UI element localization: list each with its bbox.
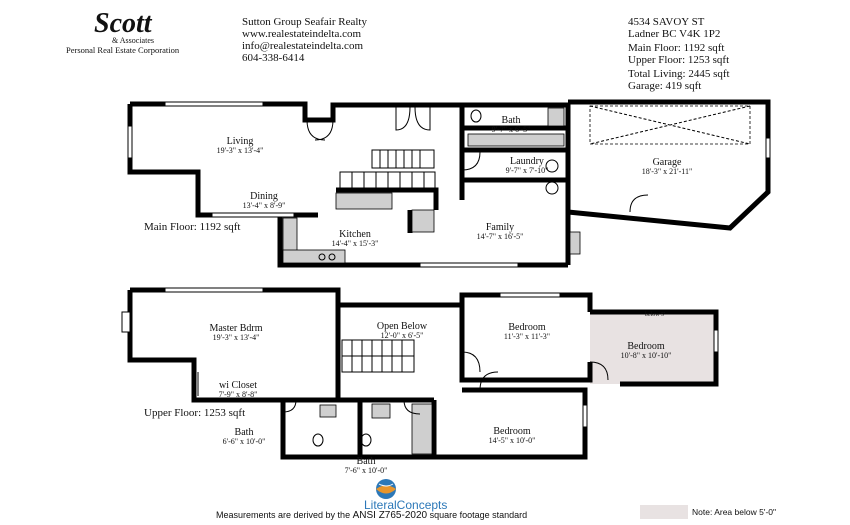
- room-master-name: Master Bdrm: [209, 323, 263, 334]
- room-wi-closet-dim: 7'-9" x 8'-8": [218, 390, 258, 399]
- property-city: Ladner BC V4K 1P2: [628, 28, 721, 40]
- logo-sub: Personal Real Estate Corporation: [66, 45, 180, 55]
- living-french-door: [306, 119, 334, 141]
- room-open-below-dim: 12'-0" x 6'-5": [380, 331, 424, 340]
- room-dining-name: Dining: [250, 191, 278, 202]
- room-bedroom-2-name: Bedroom: [508, 322, 546, 333]
- property-main-floor: Main Floor: 1192 sqft: [628, 42, 725, 54]
- below5-legend-swatch: [640, 505, 688, 519]
- room-open-below-name: Open Below: [376, 321, 428, 332]
- room-wi-closet-name: wi Closet: [218, 380, 258, 391]
- agent-website[interactable]: www.realestateindelta.com: [242, 28, 362, 40]
- laundry-counter: [467, 133, 565, 147]
- room-bath-upper-1-name: Bath: [234, 427, 254, 438]
- measure-std: ANSI Z765-2020: [352, 510, 428, 521]
- garage-side-window: [765, 137, 771, 159]
- property-upper-floor: Upper Floor: 1253 sqft: [628, 54, 730, 66]
- kitchen-counter-bottom: [282, 249, 346, 264]
- room-bedroom-2-dim: 11'-3" x 11'-3": [503, 332, 551, 341]
- room-laundry-name: Laundry: [510, 156, 544, 167]
- logo-script: Scott: [94, 8, 152, 39]
- main-vanity: [547, 107, 565, 127]
- logo-text: LiteralConcepts: [364, 498, 448, 512]
- room-bath-main-dim: 9'-7" x 6'-5": [491, 125, 531, 134]
- room-garage-dim: 18'-3" x 21'-11": [641, 167, 693, 176]
- master-side-fireplace: [121, 311, 131, 333]
- side-window: [127, 125, 133, 159]
- room-family-name: Family: [485, 222, 515, 233]
- bedroom3-window: [713, 329, 719, 353]
- garage-entry-door: [629, 194, 649, 213]
- upper-vanity-1: [319, 404, 337, 418]
- room-bath-upper-2-dim: 7'-6" x 10'-0": [344, 466, 388, 475]
- washer: [545, 159, 559, 173]
- garage-overhead-door: [589, 105, 751, 145]
- upper-vanity-2: [371, 403, 391, 419]
- main-stairs: [339, 149, 436, 189]
- kitchen-pantry: [411, 209, 435, 233]
- upper-toilet-2: [360, 433, 372, 447]
- room-dining-dim: 13'-4" x 8'-9": [242, 201, 286, 210]
- room-bedroom-4-dim: 14'-5" x 10'-0": [488, 436, 536, 445]
- upper-floor-label: Upper Floor: 1253 sqft: [144, 407, 246, 419]
- upper-tub: [411, 403, 433, 455]
- below5-note: below 5': [644, 312, 666, 318]
- room-family-dim: 14'-7" x 16'-5": [476, 232, 524, 241]
- globe-icon: [376, 479, 396, 499]
- room-master-dim: 19'-3" x 13'-4": [212, 333, 260, 342]
- room-bath-upper-1-dim: 6'-6" x 10'-0": [222, 437, 266, 446]
- room-laundry-dim: 9'-7" x 7'-10": [505, 166, 549, 175]
- main-toilet: [470, 109, 482, 123]
- agent-email[interactable]: info@realestateindelta.com: [242, 40, 363, 52]
- measure-pre: Measurements are derived by the: [216, 510, 353, 520]
- main-floor-label: Main Floor: 1192 sqft: [144, 221, 241, 233]
- room-kitchen-dim: 14'-4" x 15'-3": [331, 239, 379, 248]
- family-fireplace: [569, 231, 581, 255]
- logo-amp: & Associates: [112, 36, 154, 45]
- rear-french-door: [395, 106, 431, 131]
- room-bedroom-3-dim: 10'-8" x 10'-10": [620, 351, 672, 360]
- living-window: [164, 101, 264, 107]
- brand-logo: Scott & Associates Personal Real Estate …: [64, 8, 234, 55]
- room-bath-upper-2-name: Bath: [356, 456, 376, 467]
- property-garage: Garage: 419 sqft: [628, 80, 702, 92]
- room-bedroom-4-name: Bedroom: [493, 426, 531, 437]
- upper-stairs: [341, 339, 415, 373]
- property-street: 4534 SAVOY ST: [628, 16, 705, 28]
- room-living-dim: 19'-3" x 13'-4": [216, 146, 264, 155]
- room-living-name: Living: [226, 136, 254, 147]
- bedroom2-window: [499, 292, 561, 298]
- shaded-area-below5: [590, 312, 716, 384]
- room-bedroom-3-name: Bedroom: [627, 341, 665, 352]
- family-window: [419, 262, 519, 268]
- dining-window: [211, 212, 295, 218]
- upper-toilet-1: [312, 433, 324, 447]
- agent-company: Sutton Group Seafair Realty: [242, 16, 367, 28]
- literal-concepts-logo: LiteralConcepts: [364, 478, 467, 512]
- below5-legend-text: Note: Area below 5'-0": [692, 507, 777, 517]
- measure-post: square footage standard: [427, 510, 528, 520]
- property-total-living: Total Living: 2445 sqft: [628, 68, 730, 80]
- dryer: [545, 181, 559, 195]
- room-garage-name: Garage: [652, 157, 682, 168]
- room-kitchen-name: Kitchen: [339, 229, 371, 240]
- room-bath-main-name: Bath: [501, 115, 521, 126]
- agent-phone: 604-338-6414: [242, 52, 305, 64]
- measurement-note: Measurements are derived by the ANSI Z76…: [216, 510, 527, 521]
- master-window: [164, 287, 264, 293]
- kitchen-island: [335, 192, 393, 210]
- bedroom4-window: [582, 404, 588, 428]
- main-floor-walls: [127, 99, 771, 268]
